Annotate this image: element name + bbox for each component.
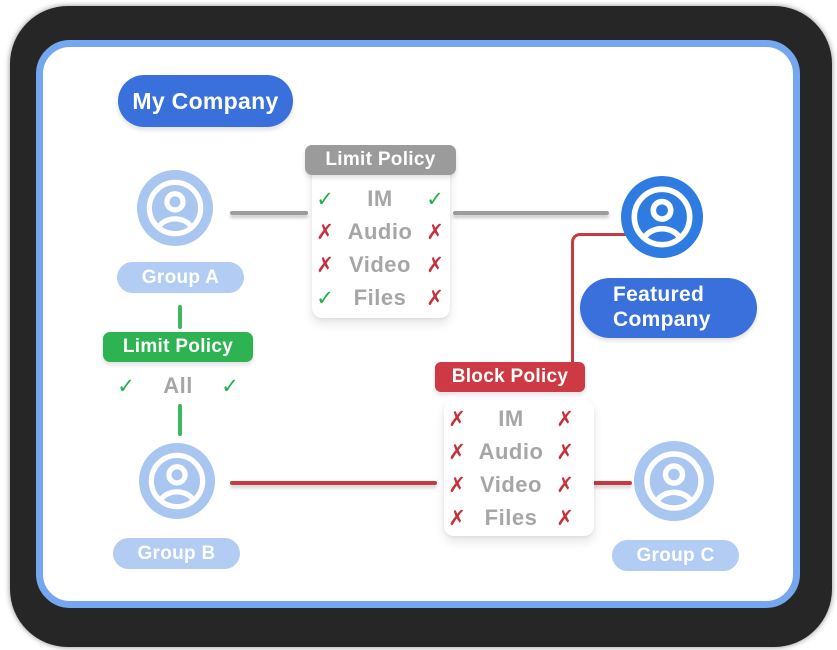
featured-company-avatar bbox=[621, 176, 703, 258]
policy-item-label: Files bbox=[353, 284, 407, 310]
group-c-label: Group C bbox=[612, 540, 739, 571]
deny-icon: ✗ bbox=[556, 439, 574, 464]
deny-icon: ✗ bbox=[556, 406, 574, 431]
limit-policy-left-rows: ✓ All ✓ bbox=[103, 368, 253, 404]
policy-row-im: ✗ IM ✗ bbox=[434, 402, 588, 435]
policy-item-label: Video bbox=[348, 251, 411, 277]
user-circle-icon bbox=[621, 176, 703, 258]
my-company-node: My Company bbox=[118, 75, 293, 127]
deny-icon: ✗ bbox=[316, 252, 334, 277]
policy-row-im: ✓ IM ✓ bbox=[302, 182, 458, 215]
allow-icon: ✓ bbox=[117, 374, 135, 398]
group-a-label: Group A bbox=[117, 262, 244, 293]
featured-company-node: Featured Company bbox=[580, 278, 757, 338]
connector-groupa-limitpolicy bbox=[178, 305, 182, 329]
policy-row-audio: ✗ Audio ✗ bbox=[302, 215, 458, 248]
my-company-label: My Company bbox=[132, 87, 279, 114]
user-circle-icon bbox=[137, 170, 213, 246]
limit-policy-panel bbox=[312, 150, 450, 318]
allow-icon: ✓ bbox=[316, 186, 334, 211]
deny-icon: ✗ bbox=[448, 439, 466, 464]
limit-policy-left-title: Limit Policy bbox=[103, 332, 253, 362]
policy-row-all: ✓ All ✓ bbox=[103, 368, 253, 404]
user-circle-icon bbox=[139, 443, 215, 519]
policy-row-files: ✓ Files ✗ bbox=[302, 281, 458, 314]
group-b-avatar bbox=[139, 443, 215, 519]
deny-icon: ✗ bbox=[426, 285, 444, 310]
policy-item-label: IM bbox=[367, 185, 393, 211]
policy-item-label: Video bbox=[479, 471, 542, 497]
policy-item-label: Audio bbox=[478, 438, 544, 464]
policy-row-video: ✗ Video ✗ bbox=[302, 248, 458, 281]
policy-item-label: All bbox=[163, 373, 193, 398]
policy-item-label: Files bbox=[484, 504, 538, 530]
group-b-label: Group B bbox=[113, 538, 240, 569]
group-a-avatar bbox=[137, 170, 213, 246]
allow-icon: ✓ bbox=[221, 374, 239, 398]
policy-item-label: Audio bbox=[347, 218, 413, 244]
deny-icon: ✗ bbox=[556, 505, 574, 530]
block-policy-panel bbox=[444, 400, 594, 536]
limit-policy-title: Limit Policy bbox=[305, 145, 456, 175]
block-policy-rows: ✗ IM ✗ ✗ Audio ✗ ✗ Video ✗ ✗ Files ✗ bbox=[434, 402, 588, 534]
block-policy-title: Block Policy bbox=[435, 362, 585, 392]
deny-icon: ✗ bbox=[556, 472, 574, 497]
allow-icon: ✓ bbox=[316, 285, 334, 310]
connector-groupb-groupc-left bbox=[230, 481, 437, 485]
limit-policy-rows: ✓ IM ✓ ✗ Audio ✗ ✗ Video ✗ ✓ Files ✗ bbox=[302, 182, 458, 314]
deny-icon: ✗ bbox=[426, 219, 444, 244]
policy-row-video: ✗ Video ✗ bbox=[434, 468, 588, 501]
group-c-avatar bbox=[634, 441, 714, 521]
connector-groupa-featured-left bbox=[230, 211, 308, 215]
connector-groupb-groupc-right bbox=[583, 481, 632, 485]
policy-row-audio: ✗ Audio ✗ bbox=[434, 435, 588, 468]
user-circle-icon bbox=[634, 441, 714, 521]
featured-company-label: Featured Company bbox=[613, 283, 711, 331]
allow-icon: ✓ bbox=[426, 186, 444, 211]
policy-row-files: ✗ Files ✗ bbox=[434, 501, 588, 534]
deny-icon: ✗ bbox=[448, 472, 466, 497]
deny-icon: ✗ bbox=[316, 219, 334, 244]
connector-limitpolicy-groupb bbox=[178, 404, 182, 436]
connector-featured-blockpolicy bbox=[571, 233, 628, 366]
policy-item-label: IM bbox=[498, 405, 524, 431]
deny-icon: ✗ bbox=[448, 406, 466, 431]
deny-icon: ✗ bbox=[426, 252, 444, 277]
connector-groupa-featured-right bbox=[453, 211, 609, 215]
deny-icon: ✗ bbox=[448, 505, 466, 530]
